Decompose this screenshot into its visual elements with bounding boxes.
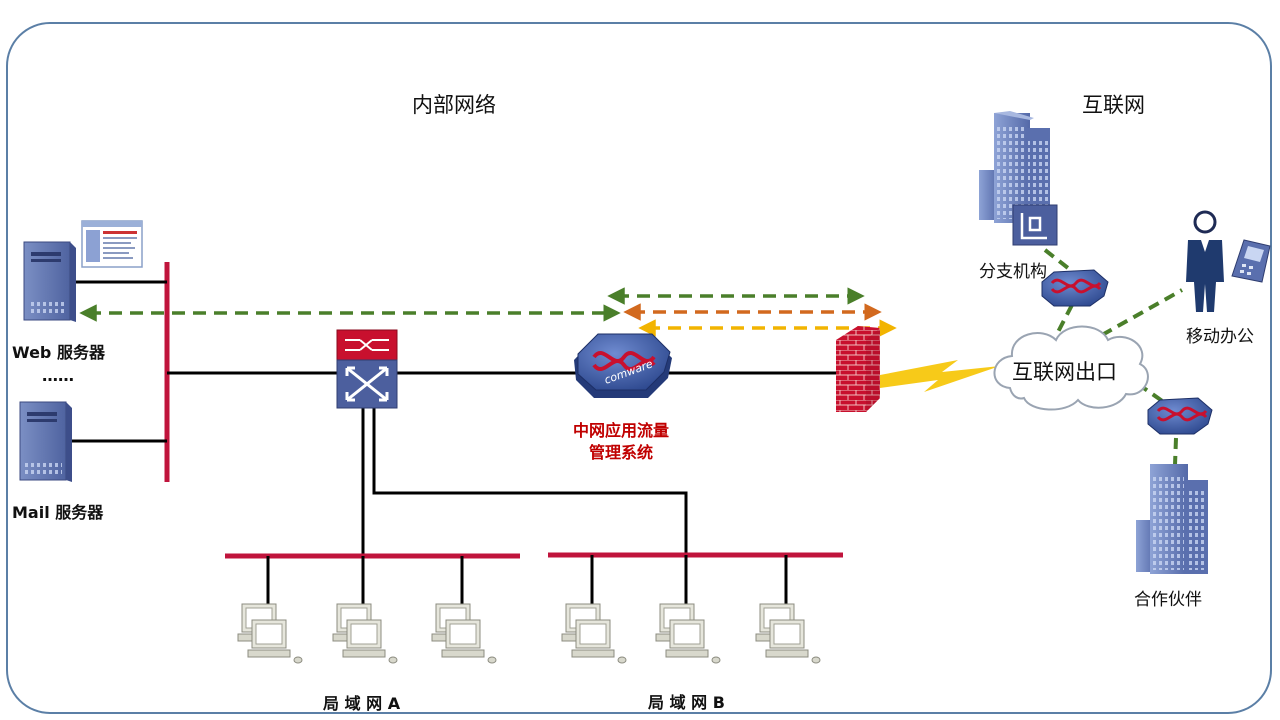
mail-server-icon bbox=[19, 401, 72, 482]
web-server-label: Web 服务器 bbox=[12, 343, 105, 362]
traffic-flows bbox=[79, 248, 1183, 466]
cloud-icon bbox=[993, 325, 1149, 411]
lan-a-label: 局 域 网 A bbox=[323, 694, 401, 713]
browser-window-icon bbox=[81, 220, 143, 268]
workstation-icon bbox=[561, 603, 627, 664]
mobile-office-label: 移动办公 bbox=[1186, 327, 1254, 347]
network-links bbox=[68, 262, 843, 605]
workstation-icon bbox=[755, 603, 821, 664]
workstation-icon bbox=[431, 603, 497, 664]
partner-label: 合作伙伴 bbox=[1134, 590, 1202, 610]
workstation-icon bbox=[655, 603, 721, 664]
router-icon bbox=[1012, 204, 1058, 246]
workstation-icon bbox=[237, 603, 303, 664]
device-label-line1: 中网应用流量 bbox=[572, 421, 669, 440]
workstation-group bbox=[237, 603, 821, 664]
web-server-icon bbox=[23, 241, 76, 322]
comware-device-icon: comware bbox=[574, 333, 672, 398]
device-label: 中网应用流量 管理系统 bbox=[563, 420, 679, 464]
server-ellipsis: …… bbox=[42, 366, 74, 385]
switch-icon bbox=[336, 329, 398, 409]
lightning-icon bbox=[880, 360, 1000, 392]
device-label-line2: 管理系统 bbox=[588, 443, 653, 462]
workstation-icon bbox=[332, 603, 398, 664]
person-icon bbox=[1186, 210, 1224, 312]
building-icon bbox=[979, 111, 1050, 223]
internet-exit-label: 互联网出口 bbox=[1012, 360, 1117, 384]
firewall-icon bbox=[836, 326, 880, 412]
branch-label: 分支机构 bbox=[979, 262, 1047, 282]
comware-device-icon bbox=[1041, 269, 1109, 307]
lan-b-label: 局 域 网 B bbox=[648, 693, 725, 712]
mail-server-label: Mail 服务器 bbox=[12, 503, 104, 522]
building-icon bbox=[1136, 464, 1208, 574]
comware-device-icon bbox=[1147, 397, 1213, 435]
link-switch-lan-b bbox=[372, 408, 688, 555]
diagram-frame bbox=[6, 22, 1272, 714]
internal-network-label: 内部网络 bbox=[412, 93, 496, 117]
internet-label: 互联网 bbox=[1082, 93, 1145, 117]
phone-icon bbox=[1231, 239, 1271, 283]
